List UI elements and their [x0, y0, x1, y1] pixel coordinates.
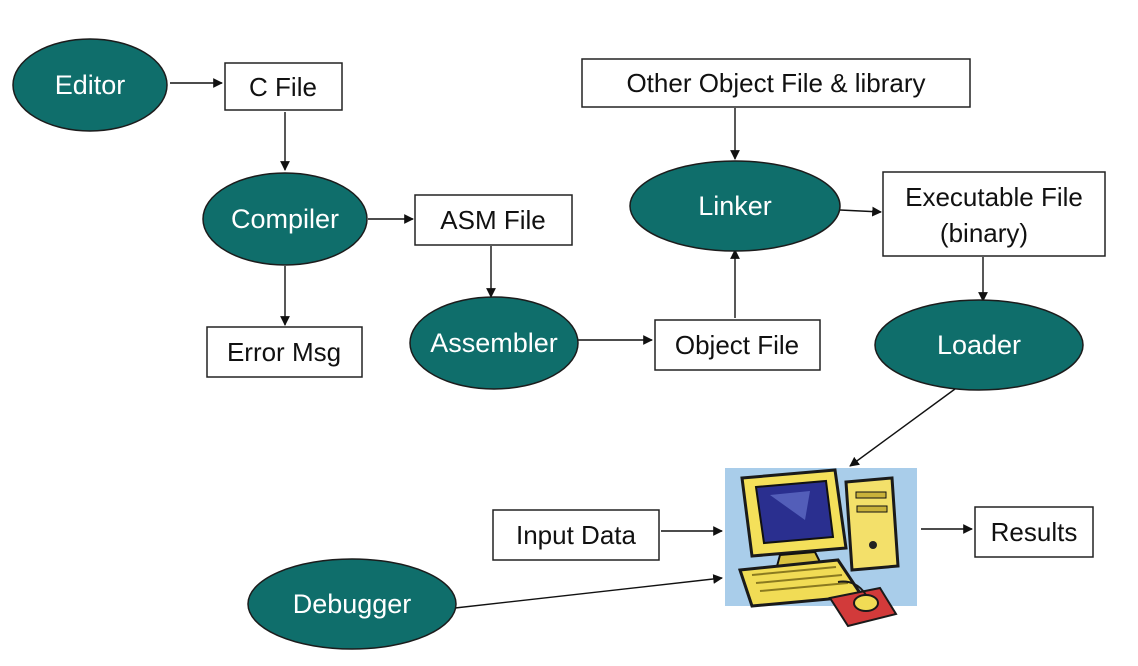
box-asm-file-label: ASM File	[440, 205, 545, 235]
node-compiler-label: Compiler	[231, 204, 339, 234]
arrow-loader-to-computer	[849, 388, 956, 467]
box-other-object-file-label: Other Object File & library	[626, 68, 925, 98]
arrow-linker-to-executable	[839, 206, 882, 217]
computer-clipart-icon	[725, 468, 917, 628]
box-results-label: Results	[991, 517, 1078, 547]
node-assembler-label: Assembler	[430, 328, 558, 358]
box-input-data-label: Input Data	[516, 520, 637, 550]
connectors	[170, 78, 988, 609]
node-loader: Loader	[874, 299, 1084, 391]
box-results: Results	[974, 506, 1094, 558]
node-compiler: Compiler	[202, 172, 368, 266]
box-asm-file: ASM File	[414, 194, 573, 246]
node-linker-label: Linker	[698, 191, 772, 221]
box-executable-file-label-line2: (binary)	[940, 218, 1028, 248]
node-linker: Linker	[629, 160, 841, 252]
box-executable-file-label-line1: Executable File	[905, 182, 1083, 212]
box-object-file-label: Object File	[675, 330, 799, 360]
arrow-debugger-to-computer	[454, 574, 723, 609]
box-error-msg-label: Error Msg	[227, 337, 341, 367]
box-input-data: Input Data	[492, 509, 660, 561]
box-other-object-file: Other Object File & library	[581, 58, 971, 108]
node-editor: Editor	[12, 38, 168, 132]
box-object-file: Object File	[654, 319, 821, 371]
box-c-file: C File	[224, 62, 343, 111]
node-debugger-label: Debugger	[293, 589, 412, 619]
box-c-file-label: C File	[249, 72, 317, 102]
node-editor-label: Editor	[55, 70, 126, 100]
box-error-msg: Error Msg	[206, 326, 363, 378]
box-executable-file: Executable File (binary)	[882, 171, 1106, 257]
node-debugger: Debugger	[247, 558, 457, 650]
node-assembler: Assembler	[409, 296, 579, 390]
node-loader-label: Loader	[937, 330, 1021, 360]
